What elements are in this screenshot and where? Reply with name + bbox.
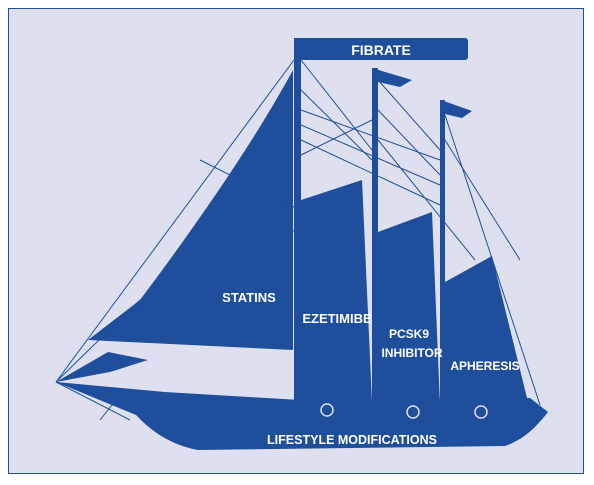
ezetimibe-label: EZETIMIBE [302,311,372,326]
rear-mast-flag [441,100,472,118]
ship-diagram: FIBRATE STATINS EZETIMIBE PCSK9 INHIBITO… [55,38,548,450]
ezetimibe-sail [301,180,372,402]
main-mast [294,38,301,410]
apheresis-sail [445,256,528,405]
hull [56,382,548,450]
middle-mast [372,68,378,413]
middle-mast-flag [372,68,412,87]
statins-label: STATINS [222,290,276,305]
fibrate-banner [298,38,468,60]
rear-mast [440,100,445,413]
pcsk9-sail [378,212,440,405]
rigging [55,59,541,421]
portholes [320,403,488,419]
foresail [56,352,148,382]
pcsk9-label-line2: INHIBITOR [381,346,442,360]
pcsk9-label-line1: PCSK9 [389,327,429,341]
fibrate-label: FIBRATE [351,42,411,58]
apheresis-label: APHERESIS [450,359,519,373]
lifestyle-label: LIFESTYLE MODIFICATIONS [267,433,437,447]
statins-sail [88,70,293,350]
